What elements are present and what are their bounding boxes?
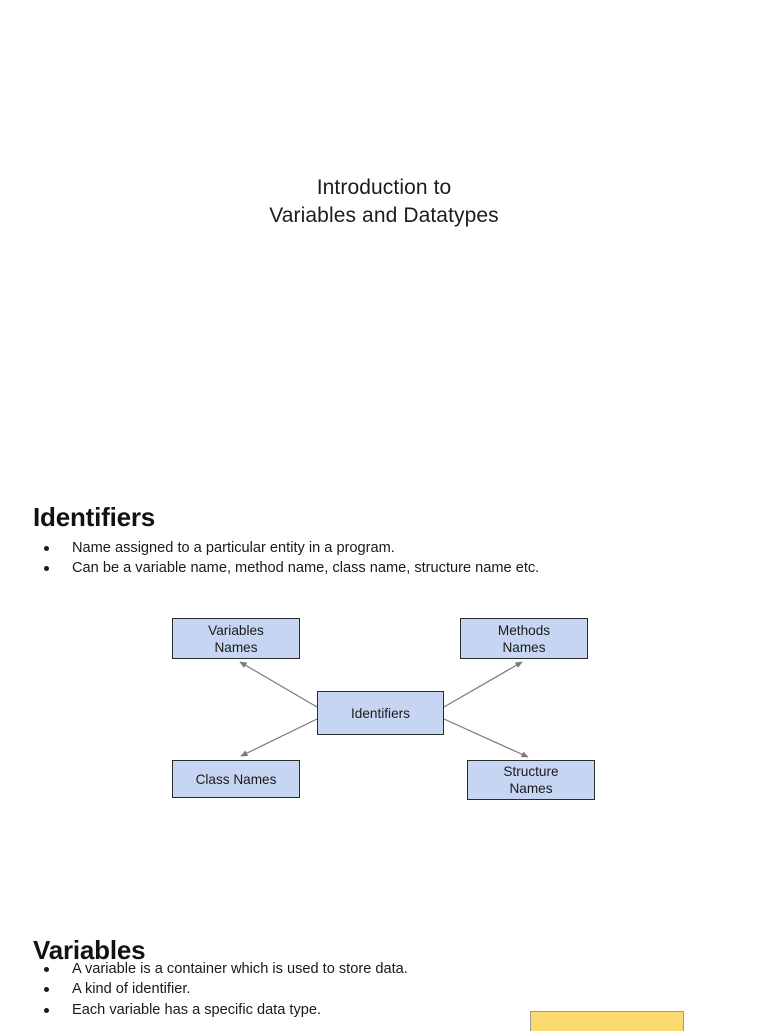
list-item: Can be a variable name, method name, cla… (33, 558, 733, 578)
page-title-line-2: Variables and Datatypes (269, 204, 499, 227)
diagram-node-class-names: Class Names (172, 760, 300, 798)
bullet-list-identifiers: Name assigned to a particular entity in … (33, 538, 733, 579)
diagram-node-identifiers: Identifiers (317, 691, 444, 735)
page-title: Introduction to Variables and Datatypes (0, 174, 768, 230)
arrow-to-methods-names (443, 661, 523, 708)
diagram-node-methods-names: Methods Names (460, 618, 588, 659)
list-item: A kind of identifier. (33, 979, 733, 999)
section-heading-variables: Variables (33, 934, 146, 965)
section-heading-identifiers: Identifiers (33, 501, 156, 532)
bottom-callout-box (530, 1011, 684, 1031)
page-title-line-1: Introduction to (316, 176, 452, 199)
arrow-to-class-names (240, 718, 318, 757)
list-item: A variable is a container which is used … (33, 959, 733, 979)
list-item: Name assigned to a particular entity in … (33, 538, 733, 558)
diagram-connectors (239, 661, 529, 758)
list-item: Each variable has a specific data type. (33, 1000, 733, 1020)
bullet-list-variables: A variable is a container which is used … (33, 959, 733, 1020)
identifiers-diagram: Variables Names Methods Names Identifier… (0, 600, 768, 815)
diagram-node-variables-names: Variables Names (172, 618, 300, 659)
diagram-node-structure-names: Structure Names (467, 760, 595, 800)
arrow-to-structure-names (443, 718, 529, 758)
arrow-to-variables-names (239, 661, 318, 708)
